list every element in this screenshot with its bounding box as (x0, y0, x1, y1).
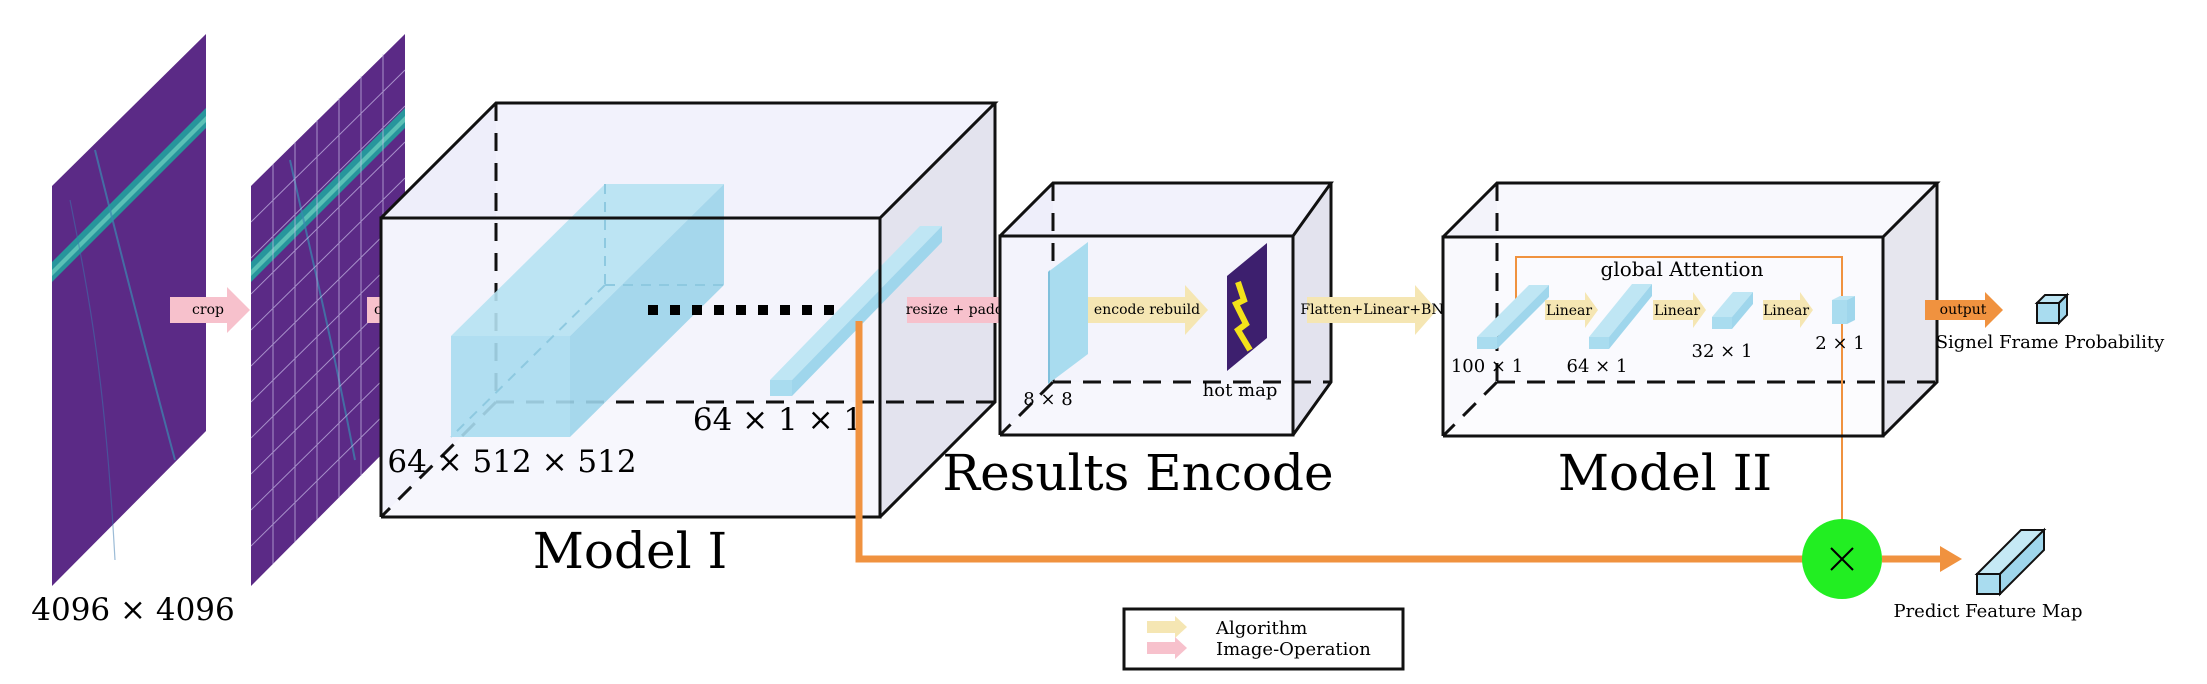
legend-image-operation: Image-Operation (1216, 639, 1371, 660)
linear-label-2: Linear (1654, 303, 1700, 319)
encode-rebuild-label: encode rebuild (1094, 302, 1200, 318)
vector-dim-label: 64 × 1 × 1 (693, 402, 863, 438)
linear-label-1: Linear (1546, 303, 1592, 319)
model1-box (379, 101, 999, 519)
vector-32 (1712, 292, 1753, 329)
feature-dim-label: 64 × 512 × 512 (387, 444, 636, 480)
dim-2-label: 2 × 1 (1815, 333, 1864, 354)
grid-slab (1048, 242, 1088, 384)
vector-100 (1477, 285, 1549, 349)
feature-block (450, 184, 724, 438)
crop-arrow: crop (170, 287, 250, 333)
dim-32-label: 32 × 1 (1692, 341, 1753, 362)
legend-algorithm: Algorithm (1215, 618, 1307, 639)
crop-label: crop (192, 302, 224, 318)
model2-title: Model II (1558, 444, 1772, 502)
output-label: output (1940, 302, 1987, 318)
output-arrow: output (1925, 292, 2003, 328)
attention-label: global Attention (1601, 257, 1764, 281)
resize-padding-label: resize + padding (906, 302, 1027, 318)
vector-64 (1589, 284, 1652, 349)
vector-2 (1832, 296, 1855, 324)
feature-connector (855, 321, 1808, 563)
algorithm-swatch (1147, 616, 1187, 638)
input-image (52, 34, 206, 586)
linear-label-3: Linear (1763, 303, 1809, 319)
hot-map (1227, 243, 1267, 371)
probability-cube (2034, 292, 2070, 326)
grid-dim-label: 8 × 8 (1023, 389, 1072, 410)
results-encode-title: Results Encode (942, 444, 1333, 502)
feature-map-arrow (1882, 546, 1962, 572)
attention-connector (1515, 256, 1843, 520)
legend: Algorithm Image-Operation (1122, 607, 1405, 671)
dim-64-label: 64 × 1 (1567, 356, 1628, 377)
feature-map-label: Predict Feature Map (1893, 601, 2082, 622)
image-operation-swatch (1147, 637, 1187, 659)
original-dim-label: 4096 × 4096 (31, 592, 234, 628)
linear-arrow-3: Linear (1763, 292, 1813, 328)
results-encode-box (998, 181, 1334, 437)
model1-title: Model I (533, 522, 728, 580)
probability-label: Signel Frame Probability (1936, 332, 2165, 353)
resize-padding-arrow: resize + padding (906, 285, 1027, 335)
vector-block (770, 226, 942, 396)
multiply-node (1802, 519, 1882, 599)
encode-rebuild-arrow: encode rebuild (1088, 285, 1208, 335)
linear-arrow-1: Linear (1545, 292, 1598, 328)
linear-arrow-2: Linear (1653, 292, 1706, 328)
cropped-image (250, 34, 406, 586)
flatten-arrow: Flatten+Linear+BN (1300, 285, 1444, 335)
hot-map-label: hot map (1203, 380, 1278, 401)
dim-100-label: 100 × 1 (1451, 356, 1523, 377)
feature-map-cube (1974, 527, 2047, 597)
model2-box: Linear Linear Linear (1441, 181, 1941, 520)
flatten-label: Flatten+Linear+BN (1300, 302, 1443, 318)
